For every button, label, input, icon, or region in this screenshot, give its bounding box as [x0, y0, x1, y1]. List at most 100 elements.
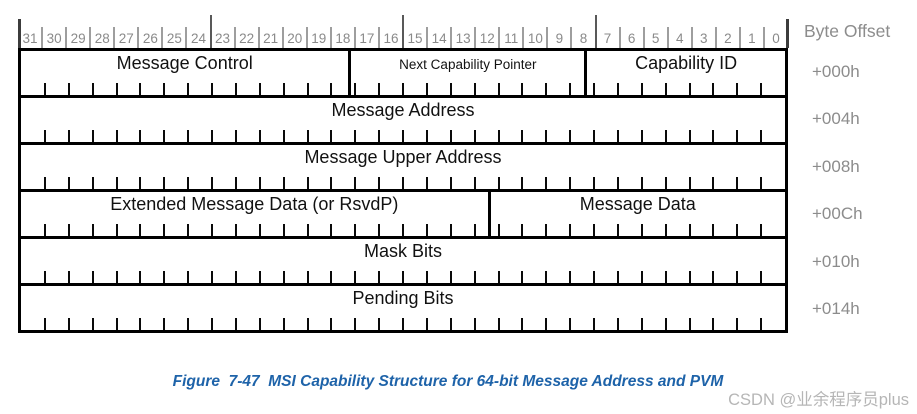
- bit-label-cell: 12: [474, 14, 499, 48]
- bit-separator: [353, 27, 356, 48]
- bit-label-cell: 28: [89, 14, 114, 48]
- bit-separator: [377, 27, 380, 48]
- bit-separator: [714, 27, 717, 48]
- bit-separator: [474, 27, 477, 48]
- bit-label-cell: 14: [426, 14, 451, 48]
- bit-separator: [161, 27, 164, 48]
- bit-number: 7: [603, 30, 612, 46]
- byte-offset-value: +008h: [812, 156, 860, 176]
- bit-number: 27: [118, 30, 134, 46]
- bit-label-cell: 15: [402, 14, 427, 48]
- bit-separator: [762, 27, 765, 48]
- bit-separator: [41, 27, 44, 48]
- bit-separator: [257, 27, 260, 48]
- register-field: Next Capability Pointer: [348, 51, 584, 95]
- byte-offset-value: +010h: [812, 251, 860, 271]
- bit-label-cell: 20: [281, 14, 307, 48]
- bit-separator: [522, 27, 525, 48]
- bit-label-cell: 29: [65, 14, 90, 48]
- bit-number: 2: [724, 30, 732, 46]
- bit-number: 0: [772, 30, 780, 46]
- table-edge-line-left: [18, 19, 21, 48]
- register-row: Pending Bits: [21, 283, 785, 330]
- register-field: Message Data: [487, 192, 785, 236]
- bit-label-cell: 21: [257, 14, 283, 48]
- bit-number: 31: [22, 30, 38, 46]
- bit-label-cell: 22: [233, 14, 259, 48]
- bit-label-cell: 6: [618, 14, 644, 48]
- bit-separator: [570, 27, 573, 48]
- register-row: Message Upper Address: [21, 142, 785, 189]
- figure-caption: Figure 7-47 MSI Capability Structure for…: [172, 373, 724, 390]
- register-field-label: Message Upper Address: [304, 147, 502, 167]
- bit-number: 8: [579, 30, 588, 46]
- bit-separator: [281, 27, 284, 48]
- register-field-label: Extended Message Data (or RsvdP): [110, 194, 399, 214]
- bit-separator: [618, 27, 621, 48]
- bit-number: 3: [700, 30, 708, 46]
- bit-label-cell: 13: [450, 14, 475, 48]
- bit-separator: [305, 27, 308, 48]
- bit-separator: [426, 27, 429, 48]
- bit-number: 18: [335, 30, 351, 46]
- byte-offset-value: +000h: [812, 61, 860, 81]
- table-edge-line-right: [786, 19, 789, 48]
- register-field: Message Address: [21, 98, 785, 142]
- register-field-label: Message Address: [331, 100, 475, 120]
- register-row: Mask Bits: [21, 236, 785, 283]
- bit-number: 19: [311, 30, 327, 46]
- bit-label-cell: 25: [161, 14, 186, 48]
- bit-number: 12: [479, 30, 495, 46]
- byte-offset-column: +000h+004h+008h+00Ch+010h+014h: [812, 48, 912, 333]
- register-field: Extended Message Data (or RsvdP): [21, 192, 488, 236]
- bit-label-cell: 1: [738, 14, 764, 48]
- bit-separator: [113, 27, 116, 48]
- bit-number: 21: [263, 30, 279, 46]
- bit-number: 11: [504, 30, 519, 46]
- bit-number: 26: [142, 30, 158, 46]
- bit-separator: [65, 27, 68, 48]
- bit-label-cell: 9: [546, 14, 571, 48]
- register-field: Pending Bits: [21, 286, 785, 330]
- bit-label-cell: 0: [762, 14, 788, 48]
- bit-label-cell: 11: [498, 14, 523, 48]
- bit-label-cell: 31: [18, 14, 42, 48]
- bit-label-cell: 24: [185, 14, 210, 48]
- bit-label-cell: 5: [642, 14, 668, 48]
- bit-label-cell: 23: [209, 14, 235, 48]
- register-field: Message Control: [21, 51, 348, 95]
- byte-boundary-line: [209, 15, 212, 48]
- bit-label-cell: 16: [377, 14, 403, 48]
- watermark: CSDN @业余程序员plus: [728, 391, 909, 409]
- bit-label-cell: 10: [522, 14, 547, 48]
- bit-separator: [642, 27, 645, 48]
- bit-number: 24: [190, 30, 206, 46]
- bit-number: 5: [651, 30, 660, 46]
- bit-number: 17: [359, 30, 375, 46]
- bit-number: 16: [383, 30, 399, 46]
- bit-label-cell: 7: [594, 14, 620, 48]
- bit-label-cell: 26: [137, 14, 162, 48]
- bit-number: 20: [287, 30, 303, 46]
- register-field-label: Message Data: [579, 194, 696, 214]
- bit-label-cell: 18: [329, 14, 355, 48]
- register-field-label: Pending Bits: [352, 288, 454, 308]
- register-row: Message Address: [21, 95, 785, 142]
- byte-boundary-line: [402, 15, 404, 48]
- bit-separator: [329, 27, 332, 48]
- bit-separator: [738, 27, 741, 48]
- byte-offset-value: +004h: [812, 109, 860, 129]
- register-field: Capability ID: [584, 51, 785, 95]
- bit-number: 13: [455, 30, 471, 46]
- bit-number: 25: [166, 30, 182, 46]
- register-field-label: Message Control: [116, 53, 253, 73]
- register-field: Mask Bits: [21, 239, 785, 283]
- register-row: Extended Message Data (or RsvdP) Message …: [21, 189, 785, 236]
- bit-label-cell: 17: [353, 14, 379, 48]
- bit-label-cell: 3: [690, 14, 716, 48]
- bit-label-cell: 19: [305, 14, 331, 48]
